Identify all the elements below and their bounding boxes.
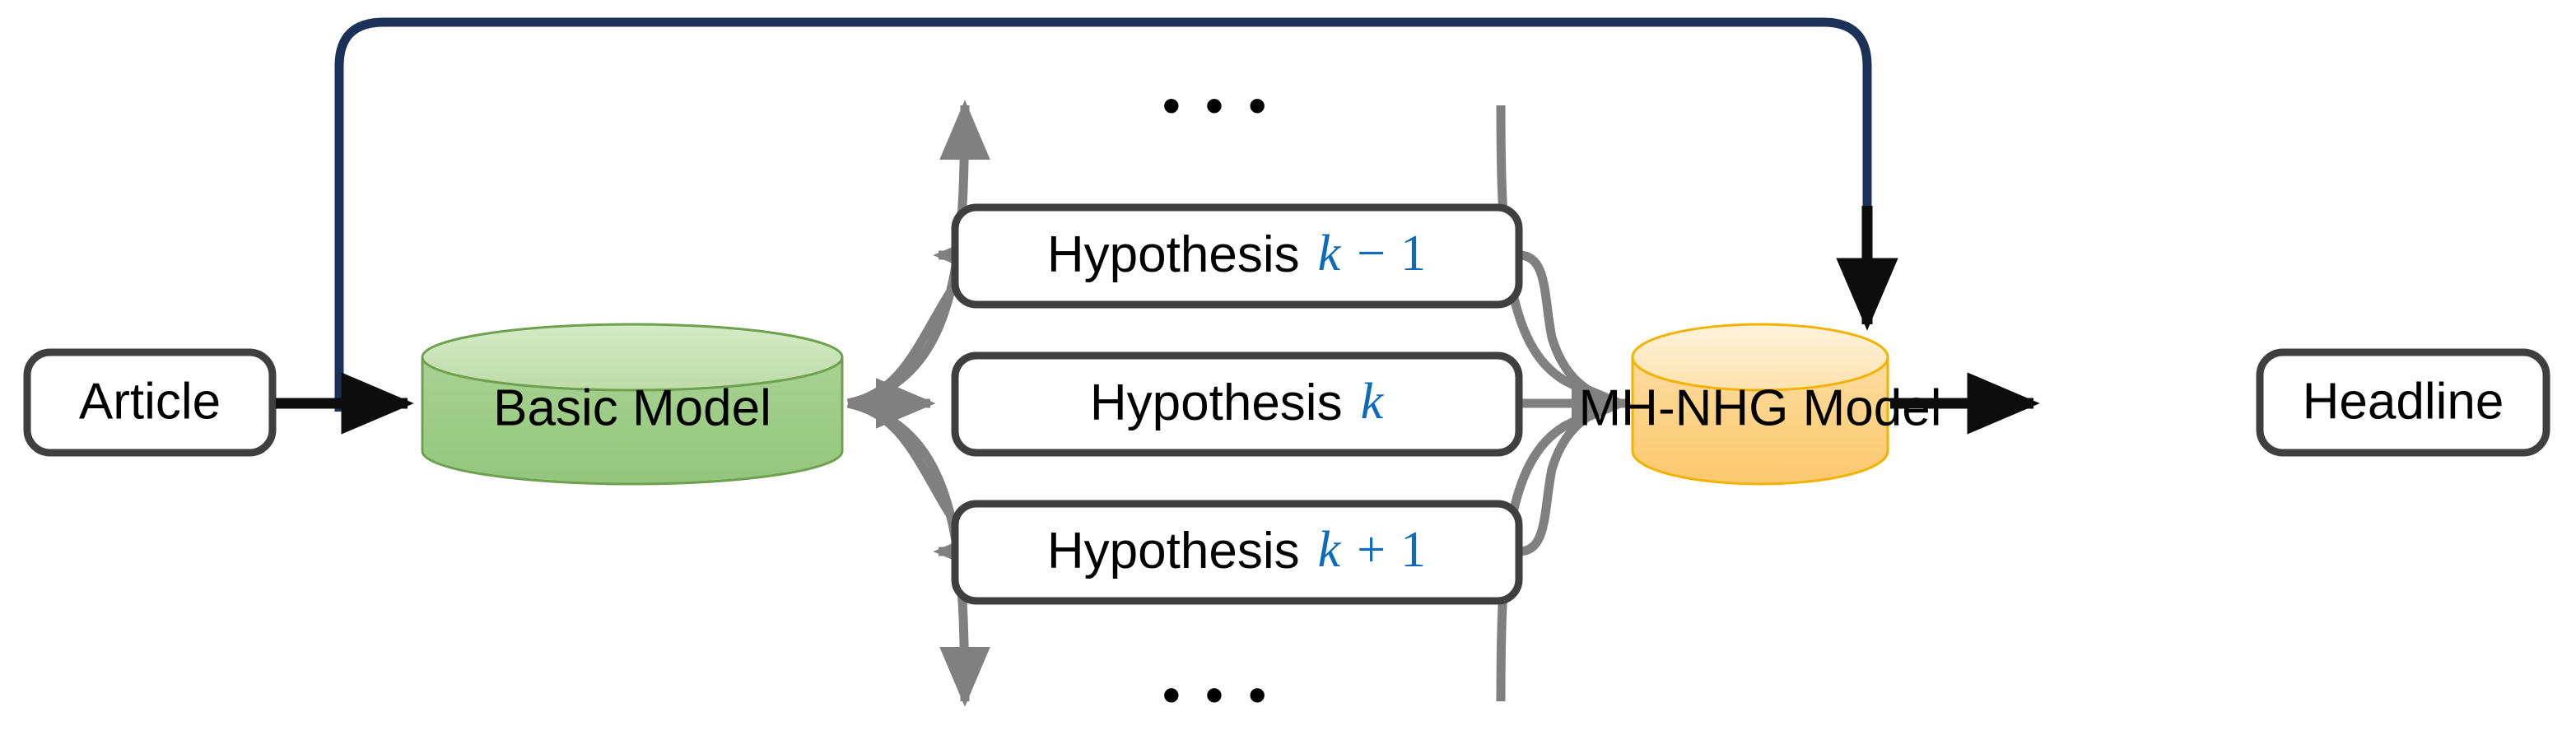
hyp3-index: 1	[1400, 522, 1426, 578]
basic-model-cylinder-body	[421, 356, 844, 486]
node-hypothesis-k-minus-1[interactable]: Hypothesis k−1	[951, 203, 1523, 309]
hyp1-operator: −	[1357, 226, 1386, 282]
edge-group-fan-out	[846, 100, 994, 707]
fanin-curve-bottom-ellipsis	[1496, 400, 1618, 702]
edge-group-fan-in	[1496, 105, 1632, 702]
hyp3-operator: +	[1357, 522, 1386, 578]
headline-box-shape	[2256, 348, 2550, 457]
node-headline[interactable]: Headline	[2256, 348, 2550, 457]
top-ellipsis: • • •	[1162, 76, 1272, 135]
node-hypothesis-k-plus-1[interactable]: Hypothesis k +1	[951, 500, 1523, 605]
node-mh-nhg-model[interactable]: MH-NHG Model	[1579, 323, 1942, 486]
hypothesis-k-plus-1-box-shape	[951, 500, 1523, 605]
edge-article-feedback	[334, 17, 1898, 412]
article-label: Article	[79, 373, 221, 430]
hyp1-symbol: k	[1318, 226, 1342, 282]
mh-nhg-cylinder-top	[1631, 323, 1889, 392]
hyp2-prefix: Hypothesis	[1090, 375, 1343, 431]
node-hypothesis-k[interactable]: Hypothesis k	[951, 351, 1523, 457]
hypothesis-k-minus-1-box-shape	[951, 203, 1523, 309]
basic-model-cylinder-top	[421, 323, 844, 392]
mh-nhg-model-label: MH-NHG Model	[1579, 379, 1942, 436]
mh-nhg-cylinder-body	[1631, 356, 1889, 486]
hyp1-index: 1	[1400, 226, 1426, 282]
hyp3-symbol: k	[1318, 522, 1342, 578]
hypothesis-k-box-shape	[951, 351, 1523, 457]
headline-label: Headline	[2303, 373, 2504, 430]
article-box-shape	[23, 348, 277, 457]
feedback-navy-segment	[334, 17, 1872, 412]
hyp2-symbol: k	[1361, 374, 1385, 430]
node-article[interactable]: Article	[23, 348, 277, 457]
hyp3-prefix: Hypothesis	[1047, 523, 1300, 579]
basic-model-label: Basic Model	[493, 379, 771, 436]
hyp1-prefix: Hypothesis	[1047, 226, 1300, 283]
hypothesis-k-label: Hypothesis k	[1090, 374, 1385, 431]
hypothesis-k-minus-1-label: Hypothesis k−1	[1047, 226, 1426, 283]
hypothesis-k-plus-1-label: Hypothesis k +1	[1047, 522, 1426, 579]
bottom-ellipsis: • • •	[1162, 665, 1272, 724]
node-basic-model[interactable]: Basic Model	[421, 323, 844, 486]
